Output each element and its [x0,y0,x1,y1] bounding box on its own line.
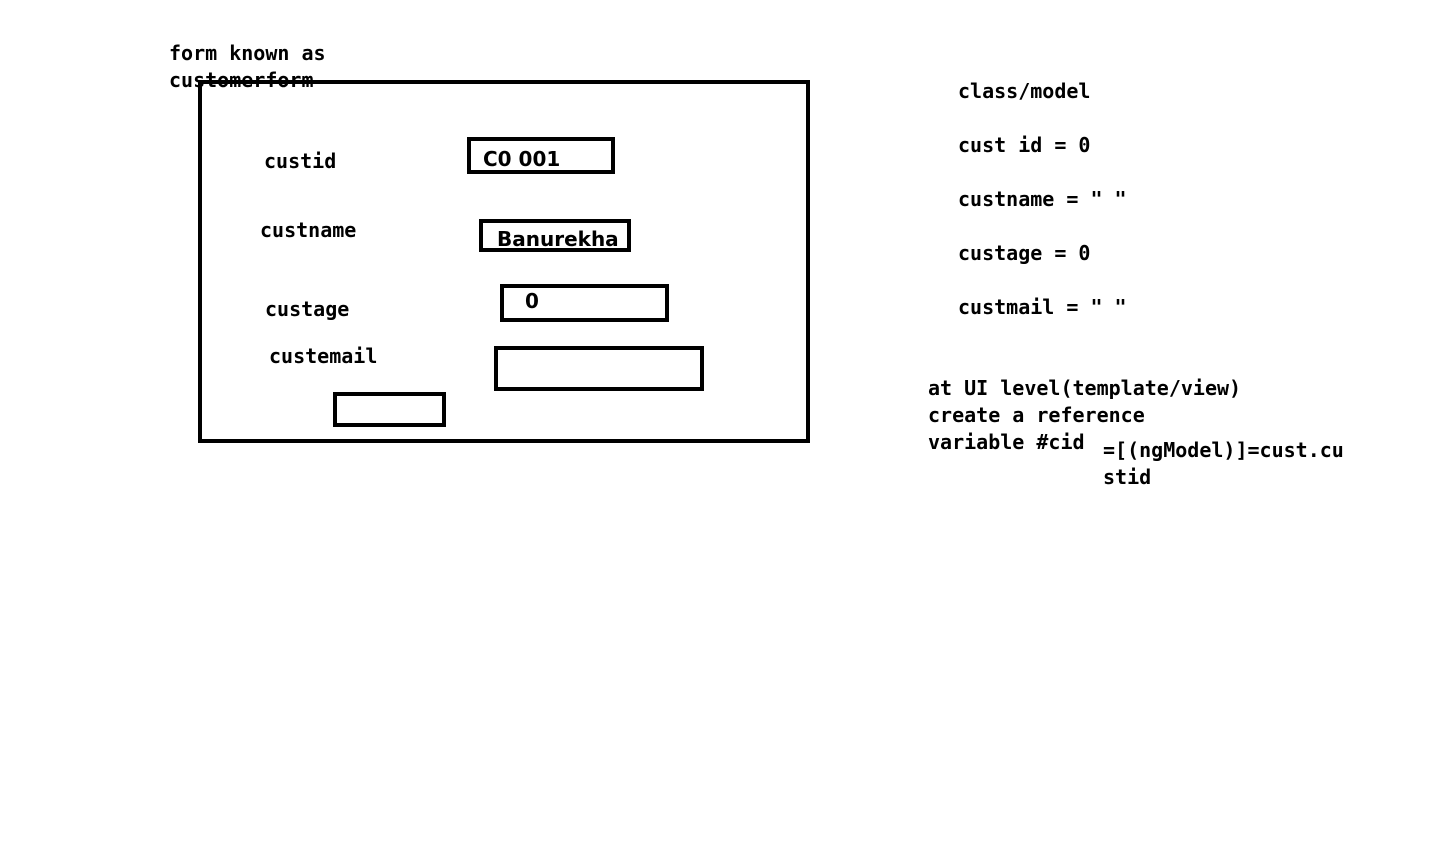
model-line-custage: custage = 0 [958,241,1091,265]
model-line-custmail: custmail = " " [958,295,1127,319]
custid-value: C0 001 [483,147,561,171]
custname-label: custname [260,218,357,242]
submit-button[interactable] [333,392,446,427]
model-line-custid: cust id = 0 [958,133,1091,157]
custname-value: Banurekha [497,227,619,251]
model-title: class/model [958,79,1091,103]
binding-line1: =[(ngModel)]=cust.cu [1103,438,1344,462]
custname-input[interactable]: Banurekha [479,219,631,252]
ui-note-line3: variable #cid [928,430,1085,454]
custemail-input[interactable] [494,346,704,391]
custid-label: custid [264,149,337,173]
ui-note-line2: create a reference [928,403,1145,427]
custemail-label: custemail [269,344,378,368]
custage-label: custage [265,297,350,321]
model-line-custname: custname = " " [958,187,1127,211]
ui-note-line1: at UI level(template/view) [928,376,1242,400]
customer-form [198,80,810,443]
custage-value: 0 [525,289,539,313]
form-caption-line1: form known as [169,41,326,65]
custid-input[interactable]: C0 001 [467,137,615,174]
binding-line2: stid [1103,465,1152,489]
custage-input[interactable]: 0 [500,284,669,322]
